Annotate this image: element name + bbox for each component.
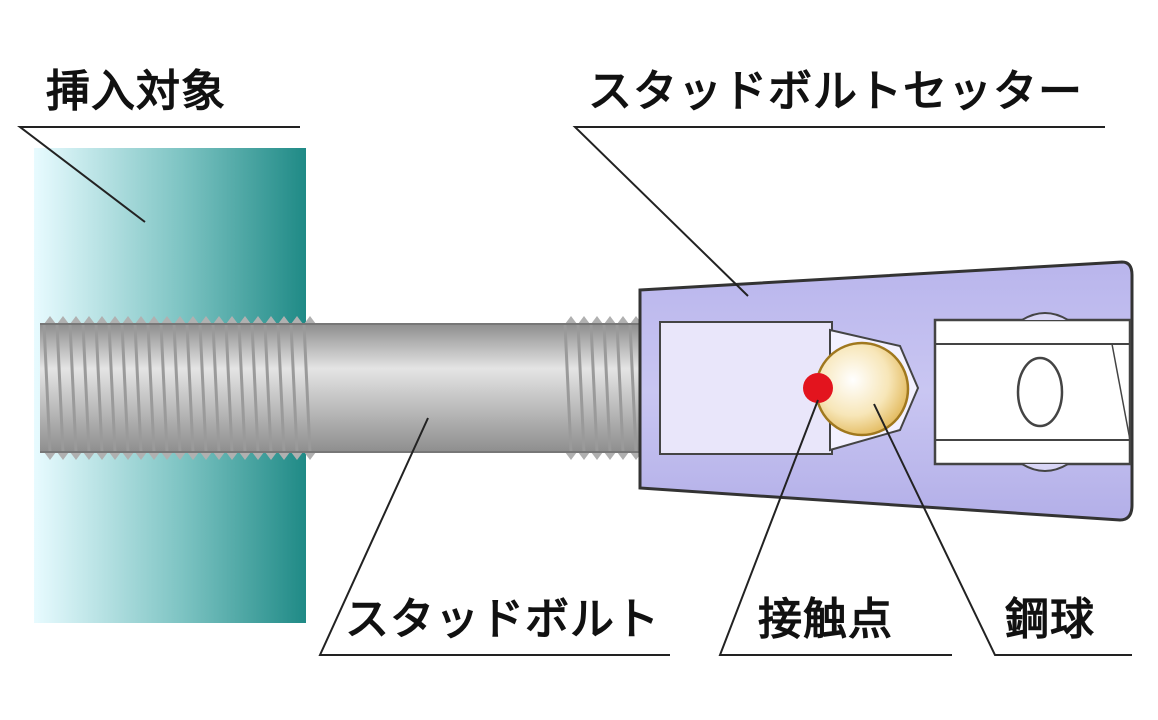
thread-line — [81, 323, 91, 453]
thread-line — [602, 323, 612, 453]
thread-tooth — [57, 316, 69, 324]
label-steel-ball: 鋼球 — [1005, 594, 1095, 645]
thread-tooth — [200, 316, 212, 324]
thread-line — [250, 323, 260, 453]
thread-tooth — [96, 452, 108, 460]
thread-line — [198, 323, 208, 453]
thread-line — [237, 323, 247, 453]
thread-line — [302, 323, 312, 453]
thread-tooth — [278, 452, 290, 460]
thread-tooth — [161, 452, 173, 460]
thread-line — [589, 323, 599, 453]
label-insert-target: 挿入対象 — [46, 66, 226, 117]
thread-line — [224, 323, 234, 453]
thread-tooth — [213, 452, 225, 460]
thread-line — [42, 323, 52, 453]
thread-line — [185, 323, 195, 453]
thread-tooth — [122, 452, 134, 460]
thread-tooth — [226, 452, 238, 460]
thread-left — [42, 316, 316, 460]
thread-tooth — [161, 316, 173, 324]
thread-line — [55, 323, 65, 453]
thread-tooth — [591, 452, 603, 460]
thread-line — [120, 323, 130, 453]
thread-tooth — [252, 452, 264, 460]
thread-line — [211, 323, 221, 453]
thread-tooth — [109, 452, 121, 460]
thread-tooth — [109, 316, 121, 324]
thread-tooth — [200, 452, 212, 460]
thread-tooth — [617, 316, 629, 324]
thread-tooth — [96, 316, 108, 324]
thread-line — [68, 323, 78, 453]
thread-tooth — [291, 452, 303, 460]
thread-line — [615, 323, 625, 453]
thread-tooth — [174, 316, 186, 324]
setter-slot — [1016, 356, 1064, 428]
thread-tooth — [239, 452, 251, 460]
thread-tooth — [213, 316, 225, 324]
leader-stud-bolt-setter — [572, 126, 1105, 297]
thread-line — [628, 323, 638, 453]
thread-tooth — [278, 316, 290, 324]
thread-tooth — [239, 316, 251, 324]
thread-line — [276, 323, 286, 453]
thread-tooth — [304, 316, 316, 324]
thread-tooth — [83, 316, 95, 324]
contact-point-dot — [803, 373, 833, 403]
label-contact-point: 接触点 — [758, 594, 893, 645]
leader-stud-bolt — [318, 417, 670, 656]
leader-insert-target — [17, 126, 300, 223]
thread-tooth — [265, 452, 277, 460]
thread-line — [172, 323, 182, 453]
thread-tooth — [291, 316, 303, 324]
thread-tooth — [578, 316, 590, 324]
thread-tooth — [604, 316, 616, 324]
thread-line — [563, 323, 573, 453]
thread-tooth — [565, 316, 577, 324]
thread-tooth — [135, 452, 147, 460]
thread-line — [133, 323, 143, 453]
thread-line — [159, 323, 169, 453]
thread-tooth — [304, 452, 316, 460]
leader-contact-point — [718, 399, 952, 656]
label-stud-bolt: スタッドボルト — [345, 594, 660, 645]
thread-tooth — [187, 452, 199, 460]
thread-tooth — [70, 452, 82, 460]
thread-tooth — [148, 316, 160, 324]
thread-line — [263, 323, 273, 453]
thread-line — [146, 323, 156, 453]
thread-line — [94, 323, 104, 453]
label-stud-bolt-setter: スタッドボルトセッター — [588, 66, 1083, 117]
thread-tooth — [604, 452, 616, 460]
thread-tooth — [265, 316, 277, 324]
thread-tooth — [70, 316, 82, 324]
thread-tooth — [578, 452, 590, 460]
thread-tooth — [617, 452, 629, 460]
leader-steel-ball — [873, 403, 1132, 656]
thread-tooth — [57, 452, 69, 460]
leader-lines — [17, 126, 1132, 656]
thread-tooth — [565, 452, 577, 460]
thread-tooth — [122, 316, 134, 324]
thread-tooth — [252, 316, 264, 324]
thread-tooth — [44, 316, 56, 324]
thread-line — [576, 323, 586, 453]
thread-tooth — [148, 452, 160, 460]
thread-tooth — [44, 452, 56, 460]
thread-tooth — [187, 316, 199, 324]
thread-tooth — [226, 316, 238, 324]
thread-line — [107, 323, 117, 453]
thread-tooth — [83, 452, 95, 460]
thread-tooth — [135, 316, 147, 324]
thread-tooth — [591, 316, 603, 324]
thread-tooth — [174, 452, 186, 460]
thread-line — [289, 323, 299, 453]
